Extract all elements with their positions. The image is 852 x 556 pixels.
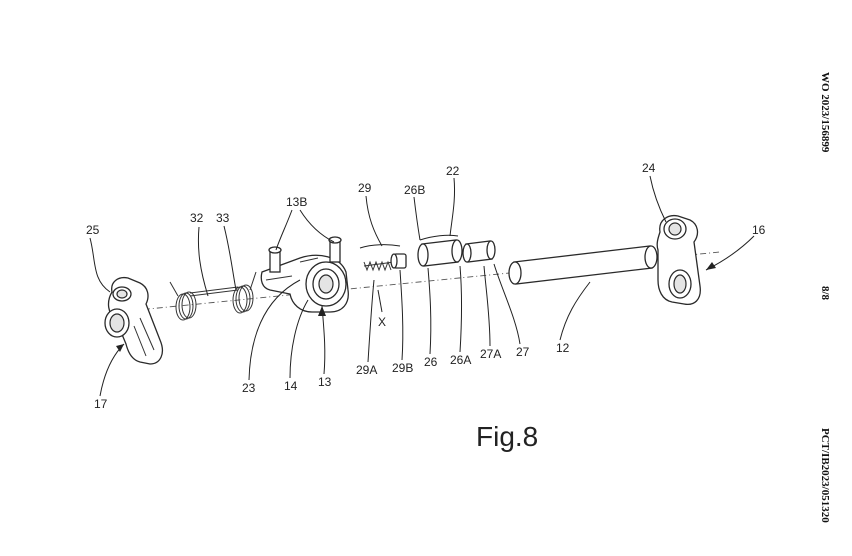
shaft-12 bbox=[508, 245, 658, 285]
label-29A: 29A bbox=[356, 363, 377, 377]
label-13B: 13B bbox=[286, 195, 307, 209]
label-22: 22 bbox=[446, 164, 460, 178]
label-14: 14 bbox=[284, 379, 298, 393]
plunger-26 bbox=[417, 239, 463, 267]
left-rocker-arm bbox=[104, 276, 164, 365]
label-17: 17 bbox=[94, 397, 108, 411]
publication-number: WO 2023/156899 bbox=[819, 72, 831, 153]
label-25: 25 bbox=[86, 223, 100, 237]
leader-lines bbox=[89, 175, 755, 397]
figure-caption: Fig.8 bbox=[476, 421, 538, 452]
torsion-springs bbox=[169, 271, 257, 321]
label-32: 32 bbox=[190, 211, 204, 225]
label-29B: 29B bbox=[392, 361, 413, 375]
label-27A: 27A bbox=[480, 347, 501, 361]
central-rocker-arm bbox=[260, 236, 349, 313]
sheet-number: 8/8 bbox=[819, 286, 831, 301]
label-26A: 26A bbox=[450, 353, 471, 367]
application-number: PCT/IB2023/051320 bbox=[819, 428, 831, 523]
label-23: 23 bbox=[242, 381, 256, 395]
label-27: 27 bbox=[516, 345, 530, 359]
assembly-axis bbox=[117, 251, 721, 313]
label-26B: 26B bbox=[404, 183, 425, 197]
label-16: 16 bbox=[752, 223, 766, 237]
label-26: 26 bbox=[424, 355, 438, 369]
label-33: 33 bbox=[216, 211, 230, 225]
label-29: 29 bbox=[358, 181, 372, 195]
label-12: 12 bbox=[556, 341, 570, 355]
reference-labels: 25 32 33 13B 29 26B 22 24 16 X 17 23 14 … bbox=[86, 161, 766, 411]
label-24: 24 bbox=[642, 161, 656, 175]
plunger-spring-assembly bbox=[363, 253, 407, 272]
right-rocker-arm bbox=[656, 214, 701, 306]
label-X: X bbox=[378, 315, 386, 329]
label-13: 13 bbox=[318, 375, 332, 389]
plunger-27 bbox=[462, 240, 496, 263]
